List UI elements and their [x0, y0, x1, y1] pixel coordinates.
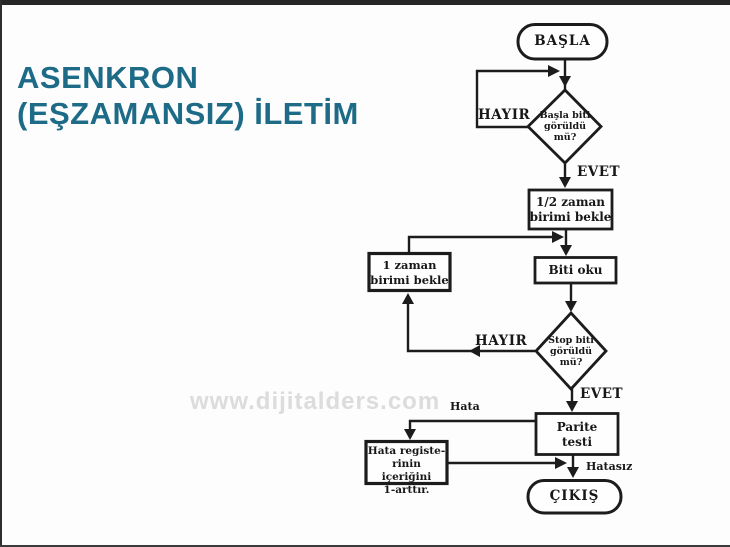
slide-top-border	[0, 0, 730, 5]
edge-label-no-mid: HAYIR	[475, 333, 528, 349]
node-error-reg-line3: 1-arttır.	[383, 484, 430, 496]
node-parity-line1: Parite	[556, 420, 598, 434]
exit-terminator-shape	[526, 479, 623, 515]
edge-label-error: Hata	[450, 400, 480, 413]
node-start-bit-line2: görüldü	[543, 121, 587, 132]
edge-label-yes-bottom: EVET	[580, 386, 624, 402]
node-wait-one-line1: 1 zaman	[382, 258, 437, 272]
arrowhead-no-mid-left	[469, 345, 480, 357]
node-start-bit-line3: mü?	[553, 132, 577, 143]
node-parity-line2: testi	[561, 434, 593, 449]
node-wait-half: 1/2 zaman birimi bekle	[529, 195, 612, 224]
edge-waitone-merge	[407, 235, 552, 253]
arrowhead-into-waitone	[402, 293, 414, 304]
startbit-decision-shape	[526, 88, 603, 165]
node-stop-bit-line2: görüldü	[549, 346, 593, 357]
flowchart-connectors	[402, 60, 579, 478]
node-error-reg-line2: rinin içeriğini	[381, 458, 432, 483]
errorreg-process-shape	[364, 439, 449, 486]
arrowhead-into-parity	[566, 401, 578, 412]
arrowhead-into-readbit	[560, 245, 572, 256]
edge-error-to-register	[408, 419, 535, 430]
flowchart-shapes	[364, 23, 623, 515]
readbit-process-shape	[533, 256, 618, 285]
arrowhead-into-stopbit	[565, 301, 577, 312]
node-stop-bit-line1: Stop biti	[548, 335, 594, 346]
arrowhead-into-startbit	[559, 76, 571, 87]
node-exit: ÇIKIŞ	[528, 480, 621, 513]
node-start-bit-decision: Başla biti görüldü mü?	[525, 110, 605, 143]
node-stop-bit-line3: mü?	[559, 357, 583, 368]
slide-bottom-border	[0, 545, 730, 547]
node-start-label: BAŞLA	[534, 33, 591, 49]
arrowhead-into-exit	[567, 467, 579, 478]
edge-no-loop-top	[475, 69, 549, 129]
node-start-bit-line1: Başla biti	[539, 110, 591, 121]
arrowhead-into-register	[404, 429, 416, 440]
node-stop-bit-decision: Stop biti görüldü mü?	[531, 335, 611, 368]
node-wait-one: 1 zaman birimi bekle	[369, 258, 450, 287]
node-error-reg-line1: Hata registe-	[367, 445, 446, 457]
start-terminator-shape	[516, 23, 609, 61]
waitone-process-shape	[367, 251, 452, 293]
edge-label-no-top: HAYIR	[478, 107, 531, 123]
node-start: BAŞLA	[518, 24, 607, 59]
node-wait-one-line2: birimi bekle	[370, 272, 449, 287]
title-line-1: ASENKRON	[17, 60, 199, 95]
slide-title: ASENKRON (EŞZAMANSIZ) İLETİM	[17, 60, 359, 132]
edge-label-no-error: Hatasız	[586, 460, 633, 473]
edge-label-yes-top: EVET	[577, 164, 621, 180]
node-read-bit-label: Biti oku	[548, 263, 603, 277]
node-read-bit: Biti oku	[535, 257, 616, 283]
arrowhead-loop-right	[548, 65, 560, 77]
slide-left-border	[0, 0, 2, 547]
title-line-2: (EŞZAMANSIZ) İLETİM	[17, 96, 359, 131]
arrowhead-register-right	[555, 457, 567, 469]
node-exit-label: ÇIKIŞ	[549, 488, 600, 504]
arrowhead-merge-right	[552, 231, 564, 243]
edge-no-to-waitone	[406, 296, 535, 353]
node-error-register: Hata registe- rinin içeriğini 1-arttır.	[366, 445, 447, 497]
node-parity-test: Parite testi	[536, 420, 618, 449]
node-wait-half-line2: birimi bekle	[529, 209, 612, 224]
waithalf-process-shape	[527, 188, 614, 231]
stopbit-decision-shape	[534, 310, 608, 392]
arrowhead-into-waithalf	[559, 177, 571, 188]
watermark-text: www.dijitalders.com	[190, 388, 441, 415]
parity-process-shape	[534, 412, 620, 456]
node-wait-half-line1: 1/2 zaman	[535, 195, 606, 209]
